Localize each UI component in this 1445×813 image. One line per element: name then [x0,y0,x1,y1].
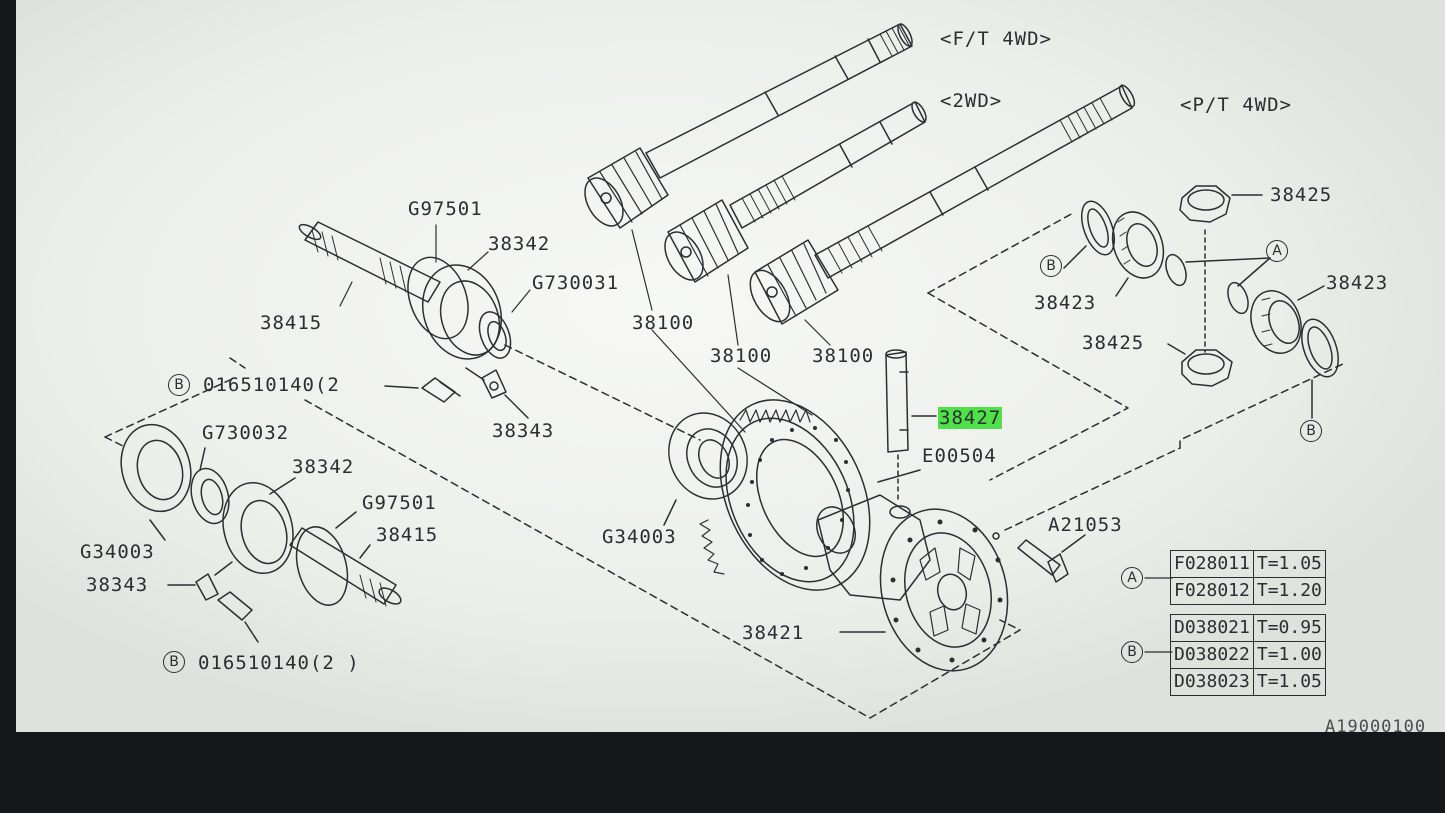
callout-g97501-top: G97501 [408,198,483,220]
callout-g730032: G730032 [202,422,290,444]
callout-g97501-bottom: G97501 [362,492,437,514]
thickness-cell: T=1.05 [1252,550,1326,578]
variant-pt4wd-label: <P/T 4WD> [1180,94,1292,116]
bolt-a21053 [992,532,1086,583]
table-connectors [1144,577,1173,653]
shaft-ft4wd [584,23,913,229]
callout-38415-top: 38415 [260,312,323,334]
dashed-outlines [104,211,1346,719]
callout-38343-top: 38343 [492,420,555,442]
callout-38415-bottom: 38415 [376,524,439,546]
thickness-cell: T=0.95 [1252,614,1326,642]
callout-38427-highlighted: 38427 [938,407,1003,429]
bearing-g34003 [663,412,748,526]
callout-bolt-bottom: 016510140(2 ) [198,652,360,674]
ref-b-table: B [1121,641,1143,663]
callout-38100-b: 38100 [710,345,773,367]
callout-38421: 38421 [742,622,805,644]
ref-a-clips: A [1266,240,1288,262]
callout-e00504: E00504 [922,445,997,467]
figure-id: A19000100 [1325,717,1427,737]
shaft-2wd [664,101,927,283]
shaft-pt4wd [749,84,1136,325]
part-number-cell: D038021 [1170,614,1254,642]
part-number-cell: F028012 [1170,577,1254,605]
thickness-cell: T=1.20 [1252,577,1326,605]
leader-38100 [631,229,831,433]
table-row: D038023 T=1.05 [1170,668,1326,696]
bolt-top [384,367,529,419]
callout-38423-right: 38423 [1326,272,1389,294]
thickness-cell: T=1.05 [1252,668,1326,696]
table-row: D038022 T=1.00 [1170,641,1326,669]
thickness-cell: T=1.00 [1252,641,1326,669]
callout-g34003-middle: G34003 [602,526,677,548]
ref-b-right-washer: B [1300,420,1322,442]
shim-table-b: D038021 T=0.95 D038022 T=1.00 D038023 T=… [1170,614,1326,696]
pinion-shaft-pin [877,349,937,483]
callout-38342-top: 38342 [488,233,551,255]
differential-case [816,494,1009,672]
callout-38342-bottom: 38342 [292,456,355,478]
callout-38425-top: 38425 [1270,184,1333,206]
table-row: F028012 T=1.20 [1170,577,1326,605]
callout-g730031: G730031 [532,272,620,294]
part-number-cell: F028011 [1170,550,1254,578]
axle-assembly-top [298,221,512,360]
callout-38343-bottom: 38343 [86,574,149,596]
callout-bolt-top: 016510140(2 [203,374,340,396]
table-row: F028011 T=1.05 [1170,550,1326,578]
callout-38423-left: 38423 [1034,292,1097,314]
variant-2wd-label: <2WD> [940,90,1003,112]
table-row: D038021 T=0.95 [1170,614,1326,642]
callout-38100-c: 38100 [812,345,875,367]
leaders-top-left [339,224,531,313]
callout-38425-bottom: 38425 [1082,332,1145,354]
shim-table-a: F028011 T=1.05 F028012 T=1.20 [1170,550,1326,605]
paper [16,0,1445,732]
callout-g34003-left: G34003 [80,541,155,563]
ref-a-table: A [1121,567,1143,589]
axle-assembly-bottom [120,423,402,643]
ref-b-left-washer: B [1040,255,1062,277]
ref-b-bolt-top: B [168,374,190,396]
ref-b-bolt-bottom: B [163,651,185,673]
part-number-cell: D038022 [1170,641,1254,669]
part-number-cell: D038023 [1170,668,1254,696]
callout-a21053: A21053 [1048,514,1123,536]
variant-ft4wd-label: <F/T 4WD> [940,28,1052,50]
callout-38100-a: 38100 [632,312,695,334]
side-gears [1063,185,1339,419]
